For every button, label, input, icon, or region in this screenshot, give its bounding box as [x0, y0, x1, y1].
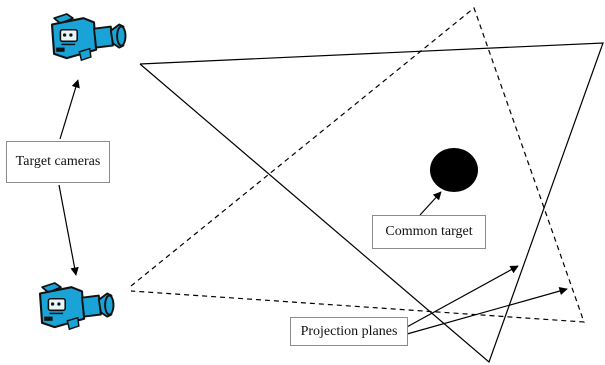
arrow-to-bottom-camera — [58, 184, 79, 276]
dashed-projection-plane — [130, 6, 585, 323]
target-cameras-label: Target cameras — [6, 141, 110, 183]
arrow-to-common-target — [419, 191, 442, 216]
projection-planes-label: Projection planes — [290, 317, 408, 346]
top-camera-icon — [50, 12, 127, 62]
solid-projection-plane — [139, 42, 604, 364]
arrow-to-top-camera — [59, 79, 80, 140]
arrow-to-solid-plane — [404, 265, 519, 329]
common-target-disc — [430, 148, 478, 192]
arrow-to-dashed-plane — [406, 287, 568, 335]
bottom-camera-icon — [38, 281, 115, 331]
common-target-label: Common target — [372, 215, 486, 249]
